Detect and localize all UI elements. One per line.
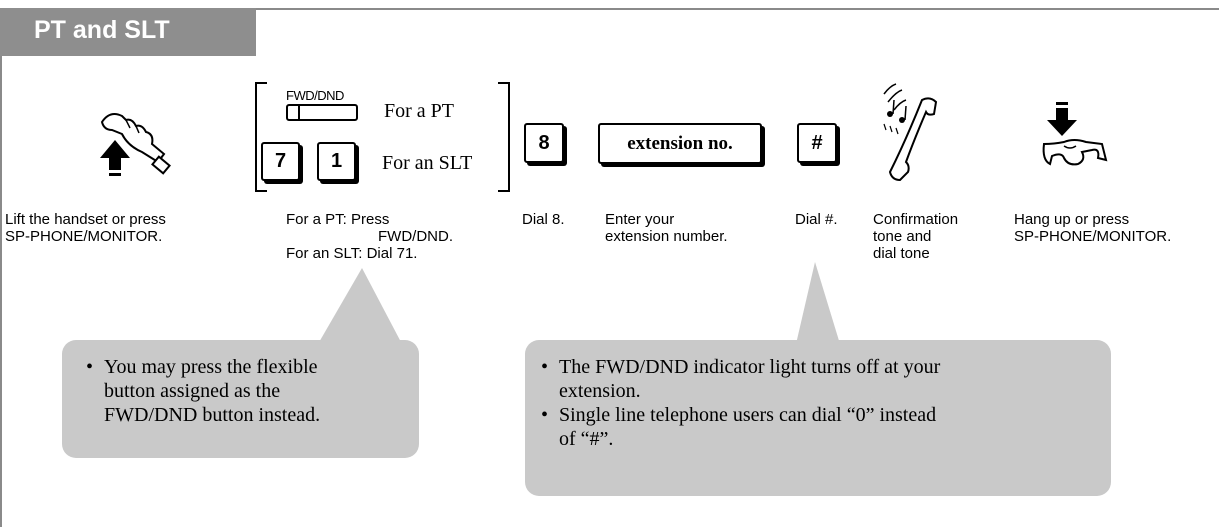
- caption-fwd-line1: For a PT: Press: [286, 211, 390, 228]
- bracket-left: [255, 82, 267, 192]
- right-callout-pointer: [796, 262, 840, 344]
- caption-lift-line2: SP-PHONE/MONITOR.: [5, 228, 163, 245]
- fwd-dnd-key-label: FWD/DND: [286, 88, 344, 103]
- key-8: 8: [524, 123, 564, 163]
- frame-top-rule: [0, 8, 1219, 10]
- caption-hangup-line2: SP-PHONE/MONITOR.: [1014, 228, 1172, 245]
- caption-confirm-line2: tone and: [873, 228, 932, 245]
- caption-confirm-line1: Confirmation: [873, 211, 959, 228]
- for-pt-label: For a PT: [384, 100, 454, 122]
- note-left-item: • You may press the flexible button assi…: [84, 355, 409, 427]
- note-right-item1-line2: extension.: [559, 380, 641, 402]
- note-left-line1: You may press the flexible: [104, 356, 318, 378]
- key-1: 1: [317, 142, 356, 181]
- left-callout-pointer: [318, 268, 402, 344]
- caption-confirm-line3: dial tone: [873, 245, 930, 262]
- note-right-item-1: • The FWD/DND indicator light turns off …: [539, 355, 1101, 403]
- bullet: •: [86, 356, 94, 378]
- caption-dial8: Dial 8.: [522, 211, 565, 228]
- for-slt-label: For an SLT: [382, 152, 473, 174]
- note-left-line3: FWD/DND button instead.: [104, 404, 321, 426]
- caption-fwd-line2: FWD/DND.: [378, 228, 453, 245]
- bullet: •: [541, 404, 549, 426]
- confirmation-tone-handset-icon: [883, 83, 938, 182]
- hang-up-icon: [1042, 102, 1108, 166]
- fwd-dnd-button: [286, 104, 358, 121]
- frame-left-rule: [0, 8, 2, 527]
- note-right-item2-line1: Single line telephone users can dial “0”…: [559, 404, 937, 426]
- caption-extension-line2: extension number.: [605, 228, 728, 245]
- caption-hangup-line1: Hang up or press: [1014, 211, 1130, 228]
- caption-lift-line1: Lift the handset or press: [5, 211, 166, 228]
- note-left-line2: button assigned as the: [104, 380, 281, 402]
- note-right: • The FWD/DND indicator light turns off …: [525, 340, 1111, 496]
- note-right-item-2: • Single line telephone users can dial “…: [539, 403, 1101, 451]
- extension-number-box: extension no.: [598, 123, 762, 164]
- caption-dial-hash: Dial #.: [795, 211, 838, 228]
- caption-extension-line1: Enter your: [605, 211, 675, 228]
- note-right-item2-line2: of “#”.: [559, 428, 614, 450]
- key-hash: #: [797, 123, 837, 163]
- note-left: • You may press the flexible button assi…: [62, 340, 419, 458]
- note-right-item1-line1: The FWD/DND indicator light turns off at…: [559, 356, 941, 378]
- key-7: 7: [261, 142, 300, 181]
- section-tab-title: PT and SLT: [0, 8, 256, 56]
- caption-fwd-line3: For an SLT: Dial 71.: [286, 245, 418, 262]
- bracket-right: [498, 82, 510, 192]
- bullet: •: [541, 356, 549, 378]
- handset-lift-icon: [100, 113, 171, 176]
